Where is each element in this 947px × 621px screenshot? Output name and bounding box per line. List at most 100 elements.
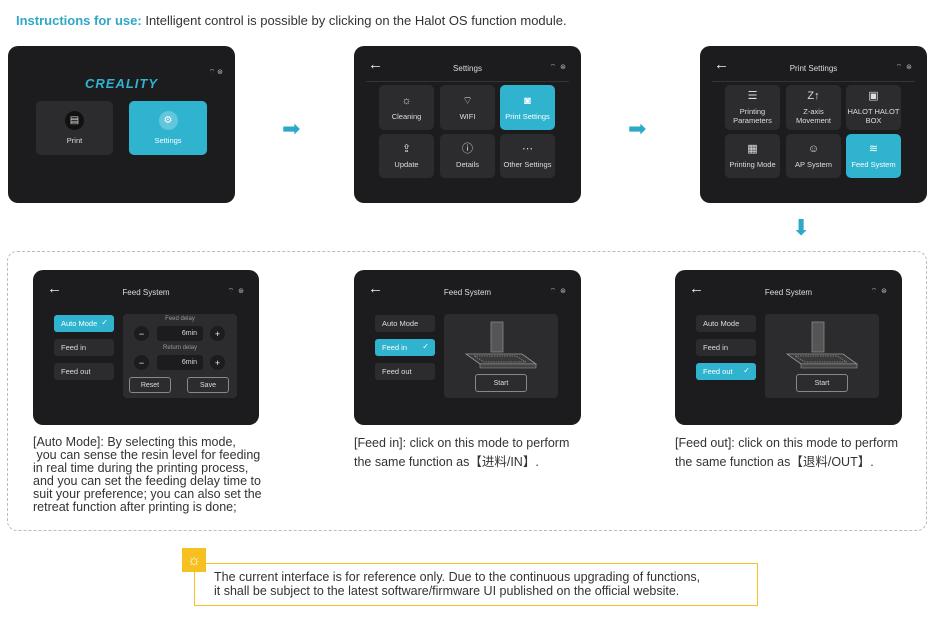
auto-caption-line: you can sense the resin level for feedin… [33,448,261,462]
auto-mode-label: Auto Mode [382,319,419,328]
z-axis-icon: Z↑ [807,90,820,102]
back-arrow-icon[interactable]: ← [689,280,704,297]
feed-out-button[interactable]: Feed out [375,363,435,380]
start-button[interactable]: Start [796,374,848,392]
status-icons: ⌔ ⊛ [895,64,913,71]
feed-topbar: ← Feed System ⌔ ⊛ [45,280,247,300]
feed-out-button[interactable]: Feed out ✓ [696,363,756,380]
return-delay-minus-button[interactable]: − [134,355,149,370]
other-settings-tile[interactable]: ⋯ Other Settings [500,134,555,178]
feed-auto-screen: ← Feed System ⌔ ⊛ Auto Mode ✓ Feed in Fe… [33,270,259,425]
printer-preview-panel: Start [444,314,558,398]
update-tile[interactable]: ⇪ Update [379,134,434,178]
z-axis-label1: Z-axis [803,107,824,116]
return-delay-value[interactable]: 6min [157,355,203,370]
feed-system-title: Feed System [764,287,813,297]
feed-delay-value[interactable]: 6min [157,326,203,341]
details-label: Details [456,160,479,169]
wifi-label: WIFI [459,111,476,121]
topbar-divider [366,81,569,82]
settings-screen: ← Settings ⌔ ⊛ ☼ Cleaning ⌔ WIFI ◙ Print… [354,46,581,203]
bulb-icon: ☼ [401,94,412,107]
printing-parameters-tile[interactable]: ☰ Printing Parameters [725,85,780,130]
print-settings-title: Print Settings [789,63,838,73]
cleaning-label: Cleaning [391,111,422,121]
feed-icon: ≋ [868,143,879,155]
feed-out-button[interactable]: Feed out [54,363,114,380]
sliders-icon: ☰ [747,90,758,102]
settings-tile[interactable]: ⚙ Settings [129,101,207,155]
feed-in-button[interactable]: Feed in ✓ [375,339,435,356]
feed-modes-section [7,251,927,531]
instructions-line: Instructions for use: Intelligent contro… [16,13,567,28]
printer-illustration-icon [785,321,859,369]
topbar-divider [712,81,915,82]
feed-delay-minus-button[interactable]: − [134,326,149,341]
feed-in-label: Feed in [703,343,729,352]
note-line-1: The current interface is for reference o… [214,570,701,584]
print-settings-icon: ◙ [524,94,531,107]
auto-caption-line: suit your preference; you can also set t… [33,487,262,501]
start-button[interactable]: Start [475,374,527,392]
back-arrow-icon[interactable]: ← [368,280,383,297]
cleaning-tile[interactable]: ☼ Cleaning [379,85,434,130]
note-line-2: it shall be subject to the latest softwa… [214,584,680,598]
z-axis-tile[interactable]: Z↑ Z-axis Movement [786,85,841,130]
auto-mode-button[interactable]: Auto Mode [375,315,435,332]
file-icon: ▤ [65,111,84,130]
back-arrow-icon[interactable]: ← [47,280,62,297]
reference-note: The current interface is for reference o… [194,563,758,606]
halot-box-tile[interactable]: ▣ HALOT HALOT BOX [846,85,901,130]
gear-icon: ⚙ [158,111,178,130]
feed-out-label: Feed out [61,367,91,376]
creality-logo: CREALITY [85,76,158,91]
check-icon: ✓ [101,318,108,327]
other-settings-label: Other Settings [503,160,552,169]
print-settings-tile[interactable]: ◙ Print Settings [500,85,555,130]
feed-out-caption-line: [Feed out]: click on this mode to perfor… [675,436,899,450]
info-icon: ⓘ [462,143,473,155]
wifi-tile[interactable]: ⌔ WIFI [440,85,495,130]
back-arrow-icon[interactable]: ← [714,56,729,73]
feed-system-tile[interactable]: ≋ Feed System [846,134,901,178]
auto-caption-line: [Auto Mode]: By selecting this mode, [33,435,236,449]
auto-mode-button[interactable]: Auto Mode [696,315,756,332]
feed-in-button[interactable]: Feed in [696,339,756,356]
printing-mode-label: Printing Mode [729,160,776,169]
halot-box-label1: HALOT HALOT [847,107,900,116]
feed-system-title: Feed System [122,287,170,297]
feed-topbar: ← Feed System ⌔ ⊛ [366,280,569,300]
print-tile[interactable]: ▤ Print [36,101,113,155]
save-button[interactable]: Save [187,377,229,393]
feed-delay-label: Feed delay [165,316,195,322]
down-arrow-icon: ⬇ [792,215,811,240]
feed-in-button[interactable]: Feed in [54,339,114,356]
feed-topbar: ← Feed System ⌔ ⊛ [687,280,890,300]
status-icons: ⌔ ⊛ [549,288,567,295]
status-icons: ⌔ ⊛ [208,69,223,76]
details-tile[interactable]: ⓘ Details [440,134,495,178]
printer-illustration-icon [464,321,538,369]
status-icons: ⌔ ⊛ [549,64,567,71]
settings-topbar: ← Settings ⌔ ⊛ [366,56,569,82]
auto-caption-line: in real time during the printing process… [33,461,249,475]
printing-parameters-label2: Parameters [733,116,772,125]
ap-icon: ☺ [807,143,820,155]
back-arrow-icon[interactable]: ← [368,56,383,73]
printing-mode-tile[interactable]: ▦ Printing Mode [725,134,780,178]
print-tile-label: Print [66,136,83,145]
check-icon: ✓ [422,342,429,351]
instructions-separator: : [137,13,142,28]
feed-delay-plus-button[interactable]: + [210,326,225,341]
more-icon: ⋯ [522,143,533,155]
auto-mode-button[interactable]: Auto Mode ✓ [54,315,114,332]
reset-button[interactable]: Reset [129,377,171,393]
auto-caption-line: and you can set the feeding delay time t… [33,474,261,488]
feed-in-label: Feed in [382,343,408,352]
feed-in-screen: ← Feed System ⌔ ⊛ Auto Mode Feed in ✓ Fe… [354,270,581,425]
feed-out-screen: ← Feed System ⌔ ⊛ Auto Mode Feed in Feed… [675,270,902,425]
settings-title: Settings [453,63,482,73]
ap-system-tile[interactable]: ☺ AP System [786,134,841,178]
return-delay-plus-button[interactable]: + [210,355,225,370]
status-icons: ⌔ ⊛ [227,288,245,295]
